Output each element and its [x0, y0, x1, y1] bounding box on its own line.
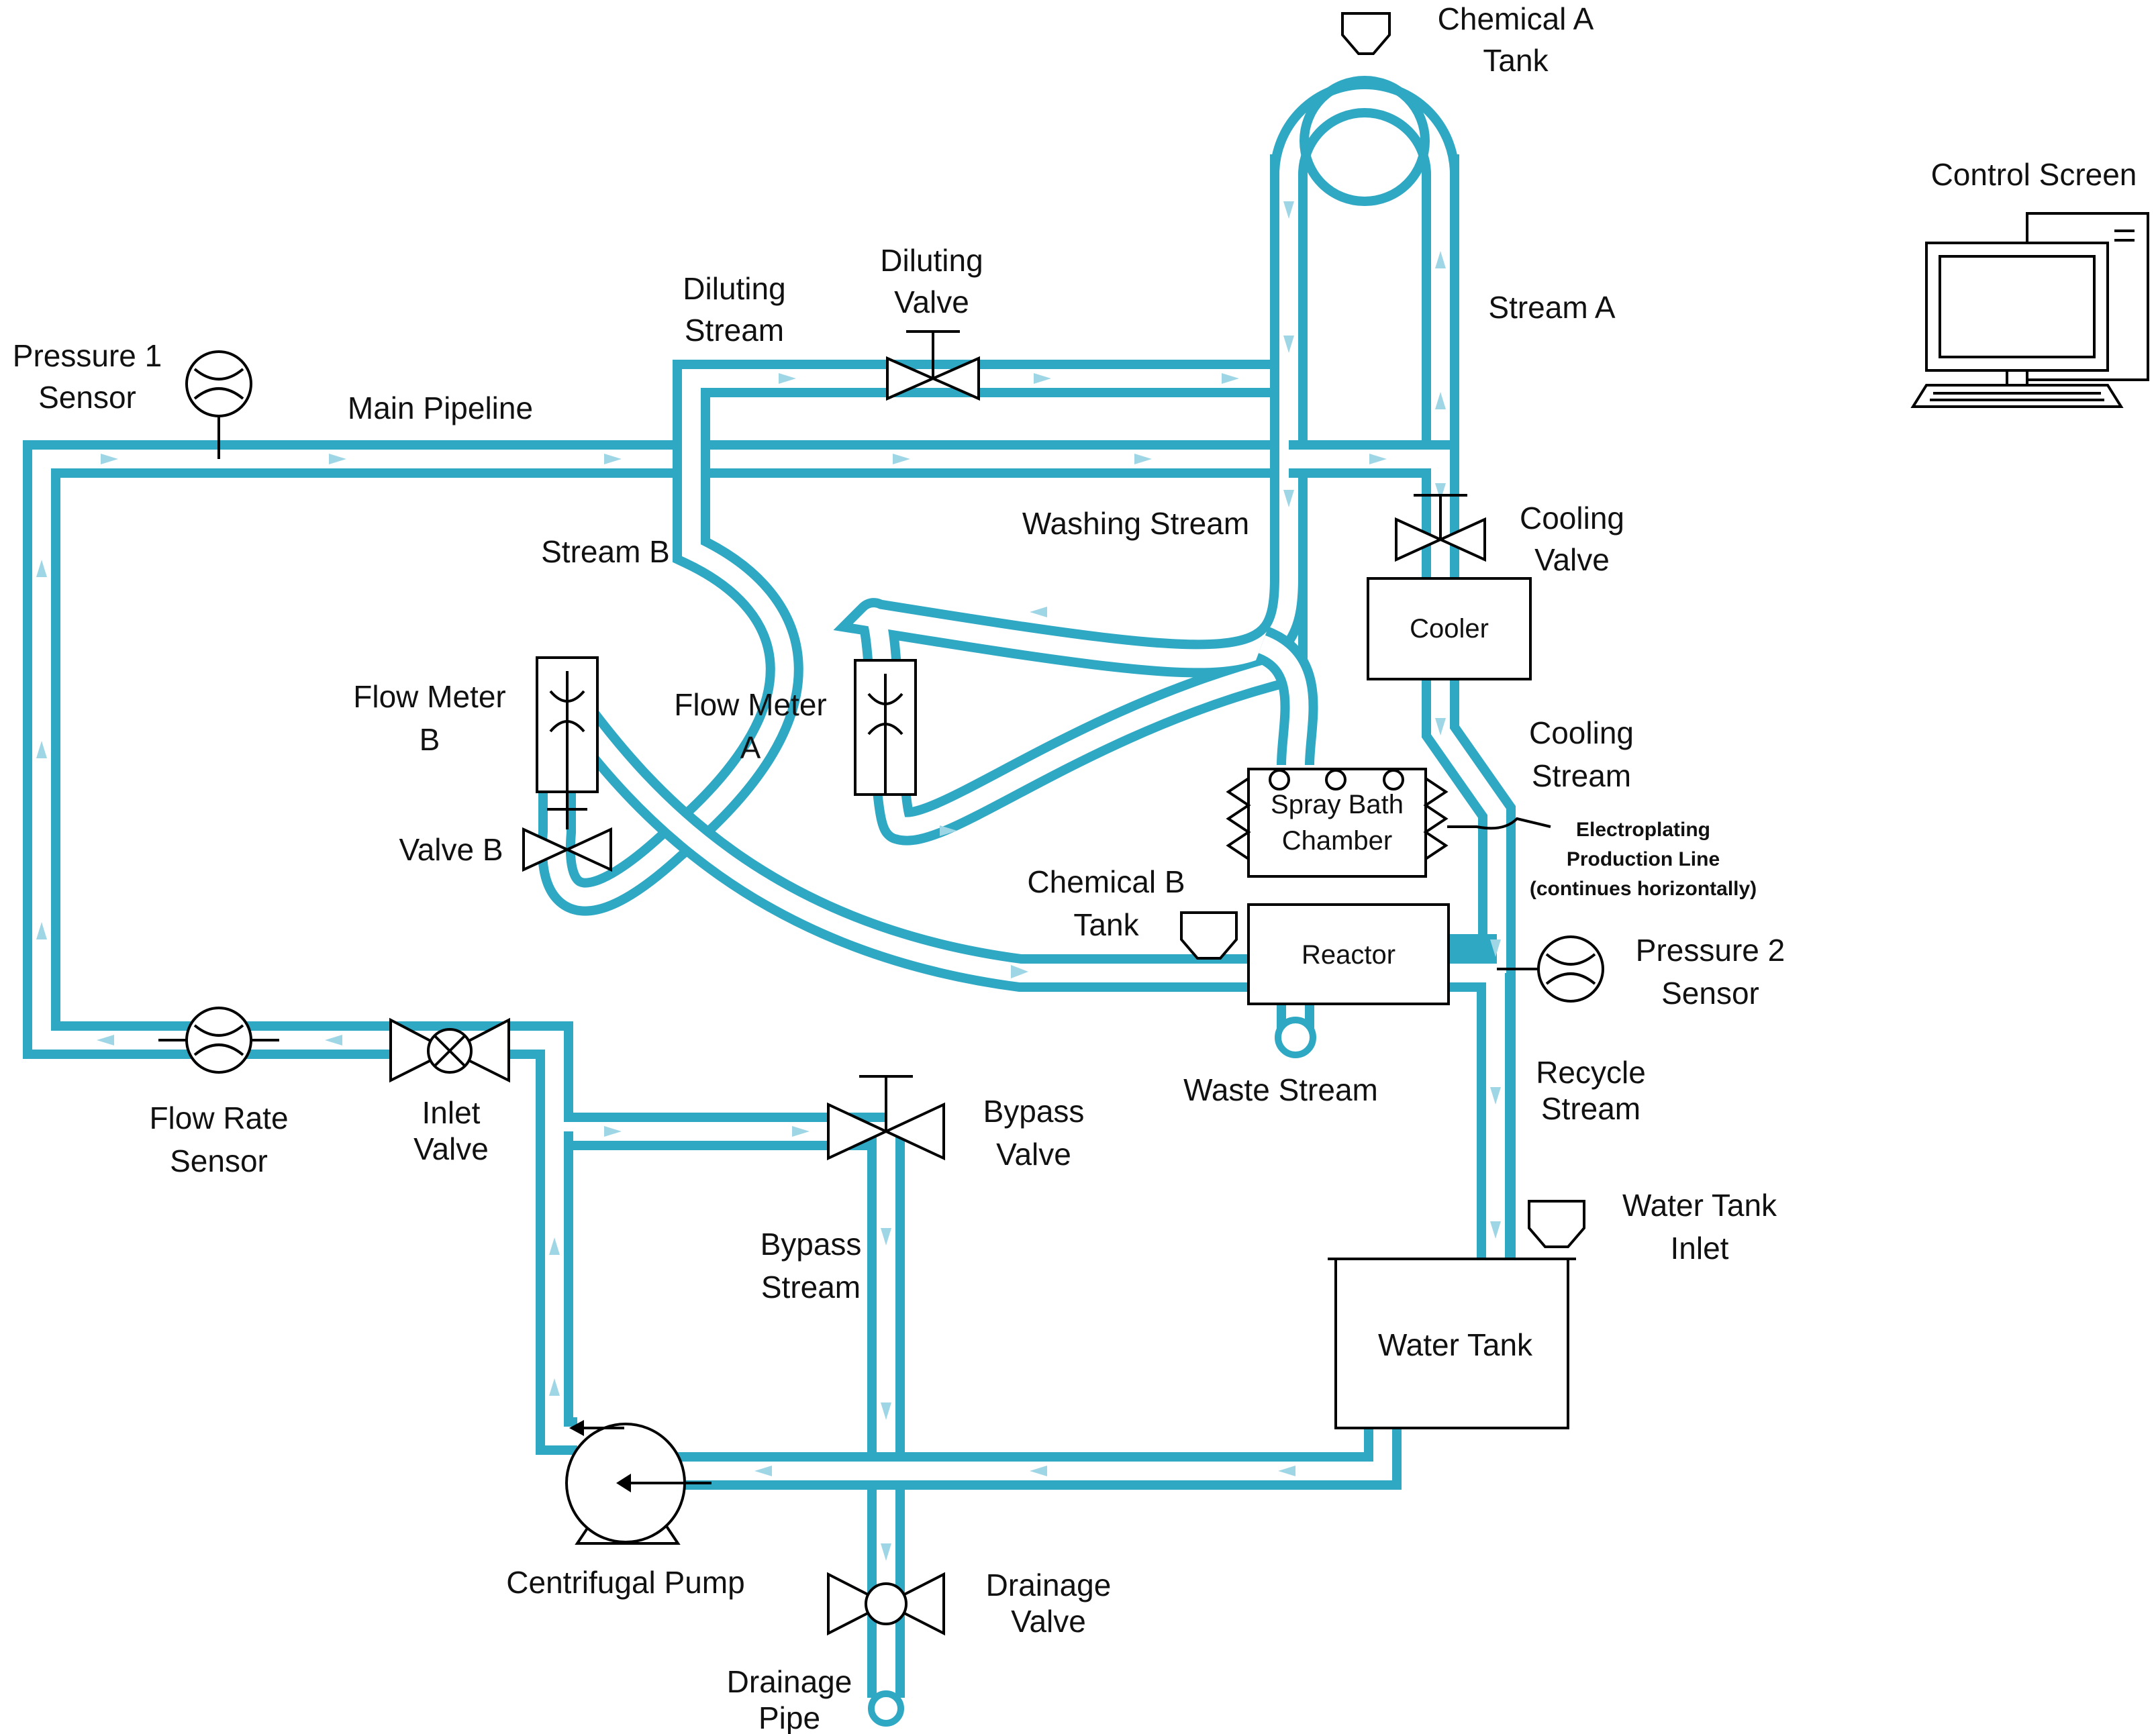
centrifugal-pump-icon — [565, 1420, 712, 1545]
bypass-valve-label-1: Bypass — [983, 1094, 1085, 1129]
pressure-1-sensor-label-2: Sensor — [38, 380, 136, 415]
flow-arrows — [36, 201, 1501, 1561]
electroplating-leader-line — [1447, 817, 1551, 830]
chemical-a-mixing-loop — [1300, 76, 1430, 206]
drainage-pipe-label-1: Drainage — [727, 1664, 852, 1699]
diluting-valve-label-1: Diluting — [880, 243, 983, 278]
stream-a-label: Stream A — [1488, 290, 1616, 325]
drainage-valve-label-2: Valve — [1011, 1604, 1086, 1639]
main-pipeline-label: Main Pipeline — [348, 391, 533, 425]
computer-monitor-icon — [1910, 212, 2149, 408]
drainage-pipe-label-2: Pipe — [758, 1700, 820, 1734]
labels: Chemical A Tank Control Screen Pressure … — [13, 1, 2137, 1734]
spray-nozzle-icon — [1269, 769, 1404, 790]
bypass-valve-icon[interactable] — [827, 1075, 945, 1161]
cooling-valve-icon[interactable] — [1395, 494, 1486, 562]
drainage-valve-label-1: Drainage — [986, 1568, 1112, 1602]
drainage-valve-icon[interactable] — [827, 1572, 945, 1636]
pressure-2-sensor-label-1: Pressure 2 — [1636, 933, 1785, 968]
water-tank: Water Tank — [1328, 1258, 1576, 1429]
flow-rate-sensor-label-2: Sensor — [170, 1143, 268, 1178]
chemical-a-tank-label-2: Tank — [1483, 43, 1549, 78]
chemical-a-tank-label-1: Chemical A — [1438, 1, 1594, 36]
cooler-label: Cooler — [1410, 614, 1489, 644]
chemical-b-tank-label-2: Tank — [1073, 907, 1139, 942]
inlet-valve-label-2: Valve — [413, 1131, 489, 1166]
chemical-b-tank-label-1: Chemical B — [1027, 864, 1185, 899]
waste-stream-label: Waste Stream — [1183, 1072, 1378, 1107]
flow-meter-a-icon — [854, 659, 917, 796]
reactor-box: Reactor — [1247, 903, 1450, 1005]
recycle-stream-label-2: Stream — [1541, 1091, 1640, 1126]
flow-meter-b-label-1: Flow Meter — [353, 679, 505, 714]
flow-meter-b-label-2: B — [420, 722, 440, 757]
spray-bath-label-1: Spray Bath — [1271, 790, 1404, 819]
flow-rate-sensor-icon — [158, 1007, 279, 1074]
bypass-valve-label-2: Valve — [996, 1137, 1071, 1172]
cooler-box: Cooler — [1367, 577, 1532, 680]
spray-bath-label-2: Chamber — [1282, 826, 1393, 856]
flow-rate-sensor-label-1: Flow Rate — [149, 1101, 288, 1135]
control-screen-label: Control Screen — [1931, 157, 2137, 192]
electroplating-label-2: Production Line — [1567, 848, 1720, 870]
pressure-1-sensor-label-1: Pressure 1 — [13, 338, 162, 373]
cooling-stream-label-2: Stream — [1532, 758, 1631, 793]
cooling-stream-label-1: Cooling — [1529, 715, 1634, 750]
flow-meter-a-label-1: Flow Meter — [674, 687, 826, 722]
bypass-stream-label-1: Bypass — [761, 1227, 862, 1262]
pressure-2-sensor-label-2: Sensor — [1661, 976, 1759, 1011]
chemical-a-tank-hopper-icon — [1341, 12, 1391, 55]
inlet-valve-icon[interactable] — [389, 1017, 510, 1083]
diluting-stream-label-1: Diluting — [683, 271, 785, 306]
water-tank-label: Water Tank — [1378, 1327, 1533, 1362]
stream-b-label: Stream B — [541, 534, 670, 569]
spray-bath-chamber: Spray Bath Chamber — [1226, 768, 1449, 878]
pressure-1-sensor-gauge-icon — [185, 350, 252, 459]
washing-stream-pipe — [832, 576, 1308, 846]
recycle-stream-label-1: Recycle — [1536, 1055, 1646, 1090]
flow-meter-a-label-2: A — [740, 730, 761, 765]
electroplating-label-1: Electroplating — [1576, 819, 1710, 841]
cooling-valve-label-1: Cooling — [1520, 501, 1624, 536]
centrifugal-pump-label: Centrifugal Pump — [506, 1565, 744, 1600]
pipe-network — [23, 76, 1516, 1727]
inlet-valve-label-1: Inlet — [422, 1095, 481, 1130]
water-tank-inlet-label-2: Inlet — [1671, 1231, 1729, 1266]
bypass-stream-label-2: Stream — [761, 1270, 861, 1305]
electroplating-label-3: (continues horizontally) — [1530, 878, 1757, 900]
washing-stream-label: Washing Stream — [1022, 506, 1249, 541]
water-tank-inlet-label-1: Water Tank — [1622, 1188, 1777, 1223]
pressure-2-sensor-gauge-icon — [1497, 935, 1604, 1003]
chemical-b-tank-hopper-icon — [1180, 911, 1238, 960]
reactor-label: Reactor — [1302, 940, 1395, 970]
diluting-valve-icon[interactable] — [886, 330, 980, 401]
cooling-valve-label-2: Valve — [1534, 542, 1610, 577]
diluting-valve-label-2: Valve — [894, 285, 969, 319]
valve-b-icon[interactable] — [522, 827, 612, 872]
valve-b-label: Valve B — [399, 832, 503, 867]
diluting-stream-label-2: Stream — [685, 313, 784, 348]
flow-meter-b-icon — [536, 656, 599, 829]
water-tank-inlet-hopper-icon — [1528, 1200, 1585, 1248]
